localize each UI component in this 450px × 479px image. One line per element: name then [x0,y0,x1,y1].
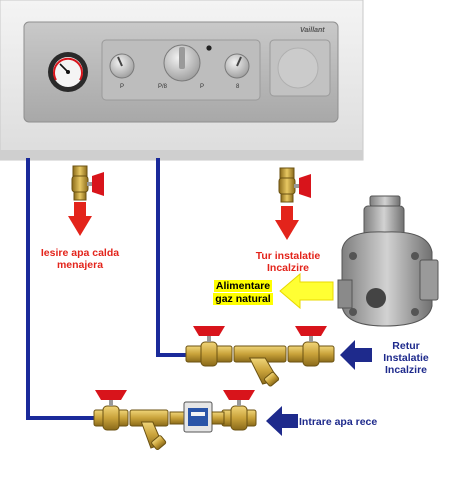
cold-water-arrow-icon [266,406,298,436]
cold-water-label: Intrare apa rece [299,416,378,428]
heating-flow-label-line1: Tur instalatie [255,250,321,262]
pressure-gauge-icon [48,52,88,92]
knob-mode-selector-icon[interactable] [163,44,201,82]
heating-flow-arrow-icon [275,206,299,240]
heating-strainer-icon [233,345,287,387]
hot-water-valve[interactable] [71,165,104,201]
boiler [0,0,364,161]
status-led-icon [206,45,212,51]
knob-mark-2: P/8 [158,84,168,90]
heating-flow-label: Tur instalatie Incalzire [246,250,330,274]
knob-heating-icon[interactable] [224,53,250,79]
gas-label-line1: Alimentare [213,280,273,292]
knob-mark-1: P [120,84,125,90]
valves-group [71,165,335,450]
display-cover-icon [277,47,319,89]
heating-return-valve[interactable] [287,326,335,367]
heating-return-label-line1: Retur [392,340,420,352]
hot-water-label-line2: menajera [56,259,104,271]
gas-regulator [337,195,439,327]
hot-water-arrow-icon [68,202,92,236]
cold-water-inlet-valve[interactable] [93,390,129,431]
heating-return-label-line2: Instalatie [383,352,429,364]
heating-return-label: Retur Instalatie Incalzire [372,340,440,376]
hot-water-label-line1: Iesire apa calda [40,247,120,259]
heating-flow-line-valve[interactable] [185,326,233,367]
cold-water-strainer-icon [129,409,169,450]
water-meter-icon [169,401,225,433]
cold-water-outlet-valve[interactable] [221,390,257,431]
return-arrow-icon [340,340,372,370]
boiler-brand: Vaillant [300,27,325,34]
gas-label-line2: gaz natural [213,293,273,305]
gas-label: Alimentare gaz natural [208,280,278,306]
heating-return-label-line3: Incalzire [384,364,428,376]
knob-mark-4: 8 [236,84,240,90]
heating-flow-label-line2: Incalzire [266,262,310,274]
knob-hot-water-icon[interactable] [109,53,135,79]
gas-arrow-icon [279,272,334,310]
heating-flow-valve[interactable] [278,167,311,203]
hot-water-label: Iesire apa calda menajera [34,247,126,271]
pipes [26,158,188,420]
knob-mark-3: P [200,84,205,90]
